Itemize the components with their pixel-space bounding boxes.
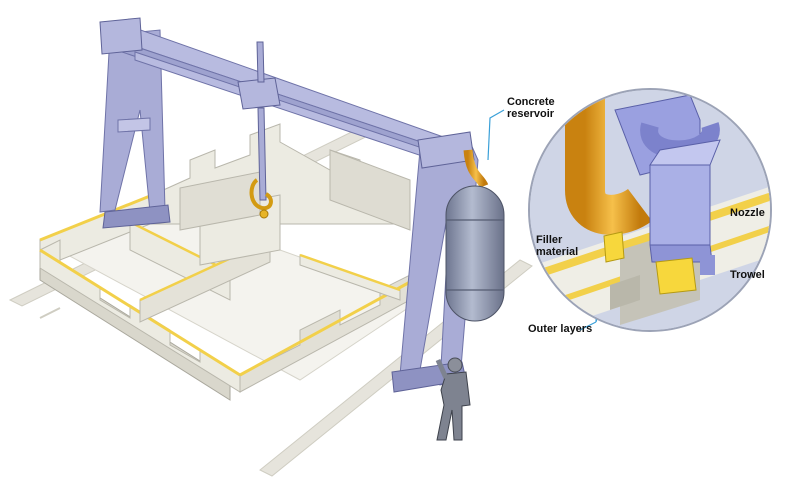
nozzle-callout xyxy=(528,88,772,332)
filler-material-label-line1: Filler xyxy=(536,234,563,246)
concrete-tank xyxy=(445,149,505,322)
crane-hook xyxy=(249,178,273,219)
trowel-label: Trowel xyxy=(730,269,765,281)
concrete-reservoir-label: Concrete reservoir xyxy=(507,96,555,120)
house-walls xyxy=(38,123,422,401)
concrete-reservoir-label-line1: Concrete xyxy=(507,96,555,108)
worker-figure xyxy=(435,357,471,441)
filler-material-label: Filler material xyxy=(536,234,578,258)
concrete-reservoir-label-line2: reservoir xyxy=(507,108,555,120)
outer-layers-label: Outer layers xyxy=(528,323,593,335)
filler-material-label-line2: material xyxy=(536,246,579,258)
nozzle-label: Nozzle xyxy=(730,207,765,219)
